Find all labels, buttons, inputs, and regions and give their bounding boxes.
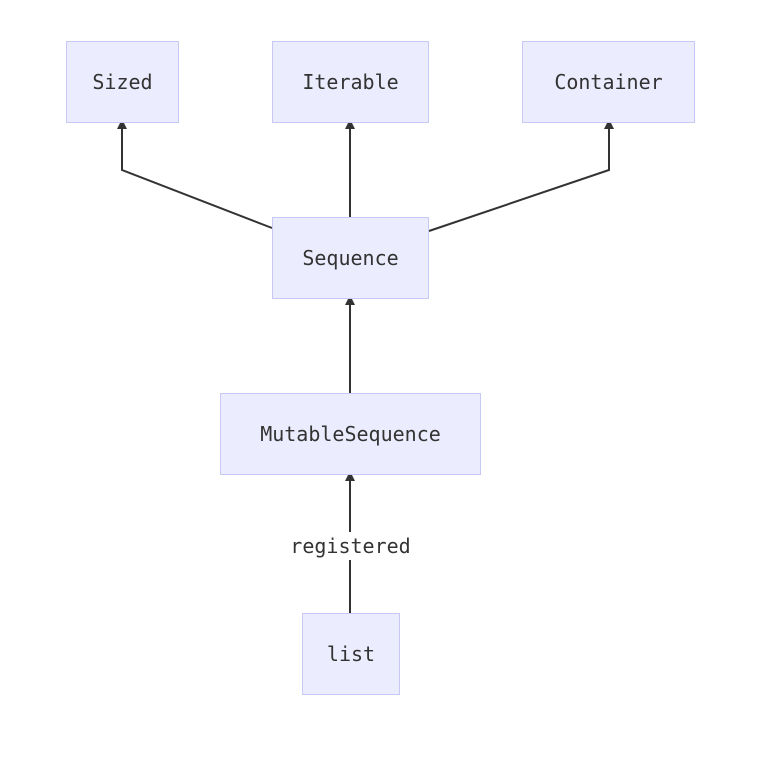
edge-sequence-to-container <box>428 119 614 232</box>
node-sequence: Sequence <box>272 217 429 299</box>
node-sized: Sized <box>66 41 179 123</box>
node-container-label: Container <box>554 70 663 94</box>
node-list-label: list <box>326 642 376 666</box>
node-sized-label: Sized <box>92 70 153 94</box>
node-mutablesequence-label: MutableSequence <box>260 422 441 446</box>
node-iterable-label: Iterable <box>302 70 399 94</box>
edge-sequence-to-sized <box>117 119 273 229</box>
node-container: Container <box>522 41 695 123</box>
edge-label-registered-text: registered <box>290 534 411 558</box>
edge-label-registered: registered <box>272 532 429 560</box>
node-iterable: Iterable <box>272 41 429 123</box>
node-list: list <box>302 613 400 695</box>
node-sequence-label: Sequence <box>302 246 399 270</box>
node-mutablesequence: MutableSequence <box>220 393 481 475</box>
